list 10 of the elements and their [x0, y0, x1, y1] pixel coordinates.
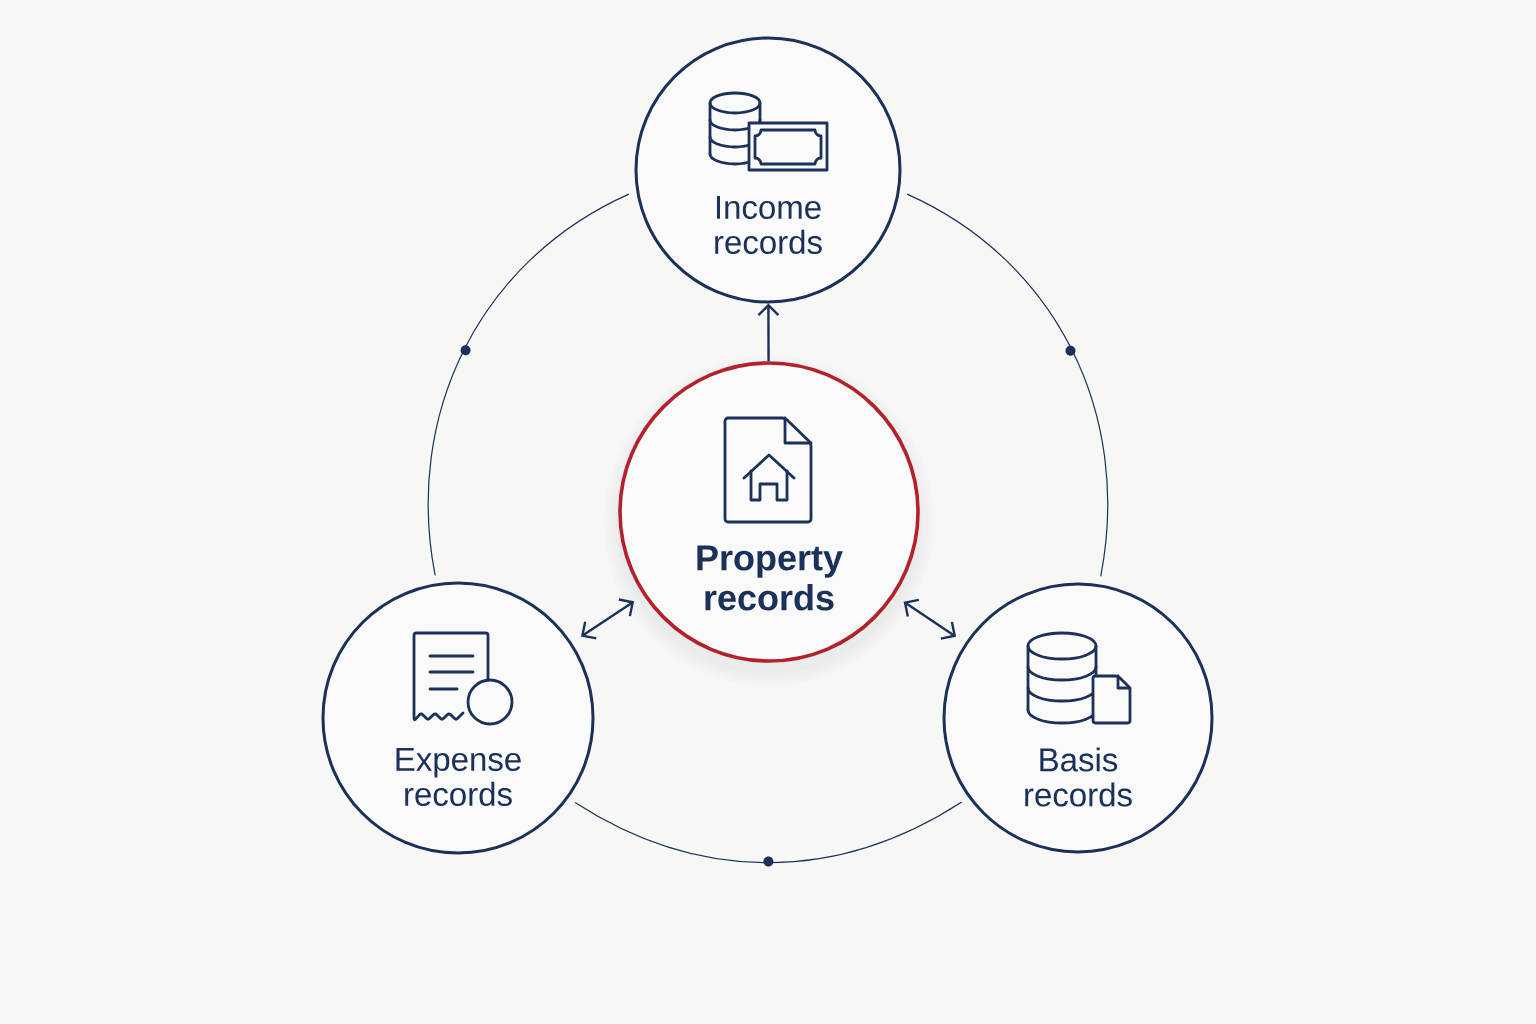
circle-node: Basis records	[942, 582, 1214, 854]
circle-node: Property records	[604, 356, 934, 686]
arc-line	[574, 801, 963, 864]
double-arrow	[903, 598, 957, 640]
arc-line	[427, 193, 630, 576]
circle-node: Income records	[634, 36, 902, 304]
double-arrow	[580, 598, 635, 640]
arc-line	[906, 193, 1109, 577]
arrow	[757, 303, 780, 362]
circle-node: Expense records	[321, 581, 595, 855]
